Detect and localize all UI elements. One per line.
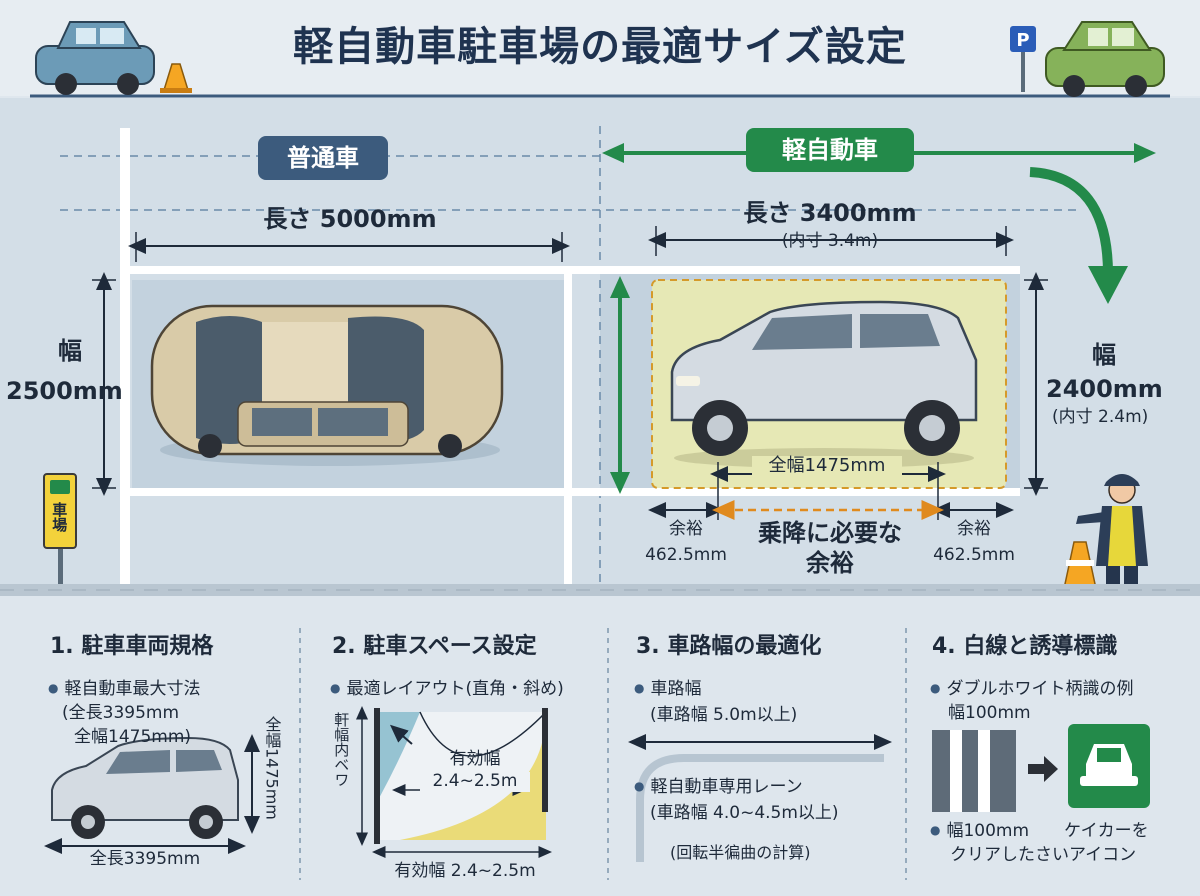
normal-length-label: 長さ 5000mm (263, 205, 437, 233)
car-icon (1068, 724, 1150, 808)
section3-bullet2: 軽自動車専用レーン (634, 777, 802, 798)
section2-center-label2: 2.4~2.5m (420, 771, 530, 792)
margin-right-value: 462.5mm (933, 545, 1015, 565)
parking-sign-text: 車場 (50, 502, 69, 532)
normal-width-value: 2500mm (6, 377, 123, 405)
turn-arrow (1029, 167, 1113, 275)
section1-length-label: 全長3395mm (89, 849, 201, 869)
dedicated-lane-curve (636, 754, 884, 862)
section4-right-line1: ケイカーを (1064, 821, 1149, 841)
normal-car-badge: 普通車 (258, 136, 388, 180)
section2-center-label1: 有効幅 (449, 749, 501, 769)
section1-line1: (全長3395mm (62, 703, 180, 723)
header-band (0, 0, 1200, 96)
parking-lot-sign-icon (43, 473, 77, 598)
section4-bullet: ダブルホワイト柄識の例 (930, 679, 1133, 700)
section3-line1: (車路幅 5.0m以上) (650, 705, 798, 725)
boarding-margin-line1: 乗降に必要な (758, 519, 902, 547)
margin-left-value: 462.5mm (645, 545, 727, 565)
section4-right-line2: クリアしたさいアイコン (950, 845, 1137, 865)
section4-bullet2: 幅100mm (930, 821, 1029, 842)
header-green-car-icon (1045, 21, 1165, 97)
white-parking-lines (120, 128, 1020, 584)
section4-line1: 幅100mm (948, 703, 1031, 723)
kei-car-spec-illustration (51, 736, 239, 839)
header-blue-car-icon (35, 21, 155, 95)
section1-heading: 1. 駐車車両規格 (50, 634, 214, 659)
section1-bullet: 軽自動車最大寸法 (48, 679, 200, 700)
kei-width-value: 2400mm (1046, 375, 1163, 403)
header-traffic-cone-icon (160, 63, 192, 93)
parking-sign-icon: P (1010, 26, 1036, 92)
normal-width-label: 幅 (58, 337, 82, 365)
section2-bottom-label: 有効幅 2.4~2.5m (394, 861, 536, 881)
section3-heading: 3. 車路幅の最適化 (636, 634, 822, 659)
kei-car-badge: 軽自動車 (746, 128, 914, 172)
kei-length-inner: (内寸 3.4m) (781, 231, 879, 251)
arrow-right-icon (1028, 756, 1058, 782)
section2-heading: 2. 駐車スペース設定 (332, 634, 537, 659)
section3-line3: (回転半徧曲の計算) (670, 843, 811, 862)
section1-width-label: 全幅1475mm (262, 716, 282, 820)
sedan-top-view (150, 304, 504, 466)
section2-bullet: 最適レイアウト(直角・斜め) (330, 679, 563, 700)
page-title: 軽自動車駐車場の最適サイズ設定 (293, 24, 907, 70)
kei-width-label: 幅 (1092, 341, 1116, 369)
section3-bullet1: 車路幅 (634, 679, 701, 700)
double-white-line-sample (932, 730, 1016, 812)
turn-arrow-head (1088, 266, 1128, 304)
kei-full-width-label: 全幅1475mm (752, 455, 902, 477)
margin-left-label: 余裕 (669, 519, 703, 539)
boarding-margin-line2: 余裕 (806, 549, 854, 577)
svg-text:P: P (1016, 30, 1029, 51)
kei-length-label: 長さ 3400mm (743, 199, 917, 227)
kei-width-inner: (内寸 2.4m) (1052, 407, 1149, 427)
kei-car-side-view (670, 300, 978, 468)
section1-line2: 全幅1475mm) (74, 727, 192, 747)
margin-right-label: 余裕 (957, 519, 991, 539)
section3-line2: (車路幅 4.0~4.5m以上) (650, 803, 839, 823)
section2-side-label: 軒幅内ベワ (332, 712, 351, 787)
section4-heading: 4. 白線と誘導標識 (932, 634, 1118, 659)
